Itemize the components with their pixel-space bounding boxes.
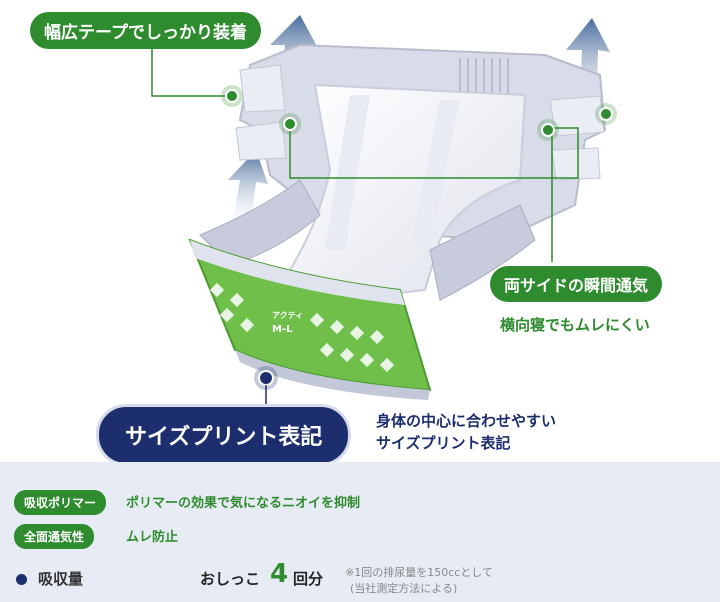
size-print-subtext-1: 身体の中心に合わせやすい <box>376 412 557 430</box>
absorption-count: 4 <box>270 559 289 589</box>
absorption-note-1: ※1回の排尿量を150ccとして <box>345 566 493 579</box>
bullet-icon <box>16 574 27 585</box>
side-ventilation-callout: 両サイドの瞬間通気 <box>490 266 663 302</box>
feature-text-breathability: ムレ防止 <box>126 530 179 545</box>
airflow-arrow-left-bottom <box>228 150 268 228</box>
absorption-suffix: 回分 <box>293 570 324 588</box>
feature-tag-polymer: 吸収ポリマー <box>14 490 107 515</box>
feature-panel: 吸収ポリマー ポリマーの効果で気になるニオイを抑制 全面通気性 ムレ防止 吸収量… <box>0 462 720 602</box>
tape-point-dots <box>221 85 617 141</box>
print-brand: アクティ <box>272 310 303 320</box>
size-print-callout: サイズプリント表記 <box>96 404 352 466</box>
product-illustration-area: アクティ M-L 幅広テープでしっかり装着 両サイドの瞬間通気 横向寝でもムレに… <box>30 12 663 466</box>
size-print-subtext-2: サイズプリント表記 <box>376 434 511 452</box>
wide-tape-callout: 幅広テープでしっかり装着 <box>30 12 261 49</box>
side-ventilation-subtext: 横向寝でもムレにくい <box>500 316 650 334</box>
absorption-note-2: (当社測定方法による) <box>350 582 458 595</box>
absorption-label: 吸収量 <box>38 570 84 588</box>
print-size: M-L <box>272 324 293 335</box>
feature-text-polymer: ポリマーの効果で気になるニオイを抑制 <box>126 496 361 511</box>
absorption-prefix: おしっこ <box>200 570 261 588</box>
feature-tag-breathability: 全面通気性 <box>14 524 95 549</box>
diaper-illustration: アクティ M-L <box>151 15 617 408</box>
